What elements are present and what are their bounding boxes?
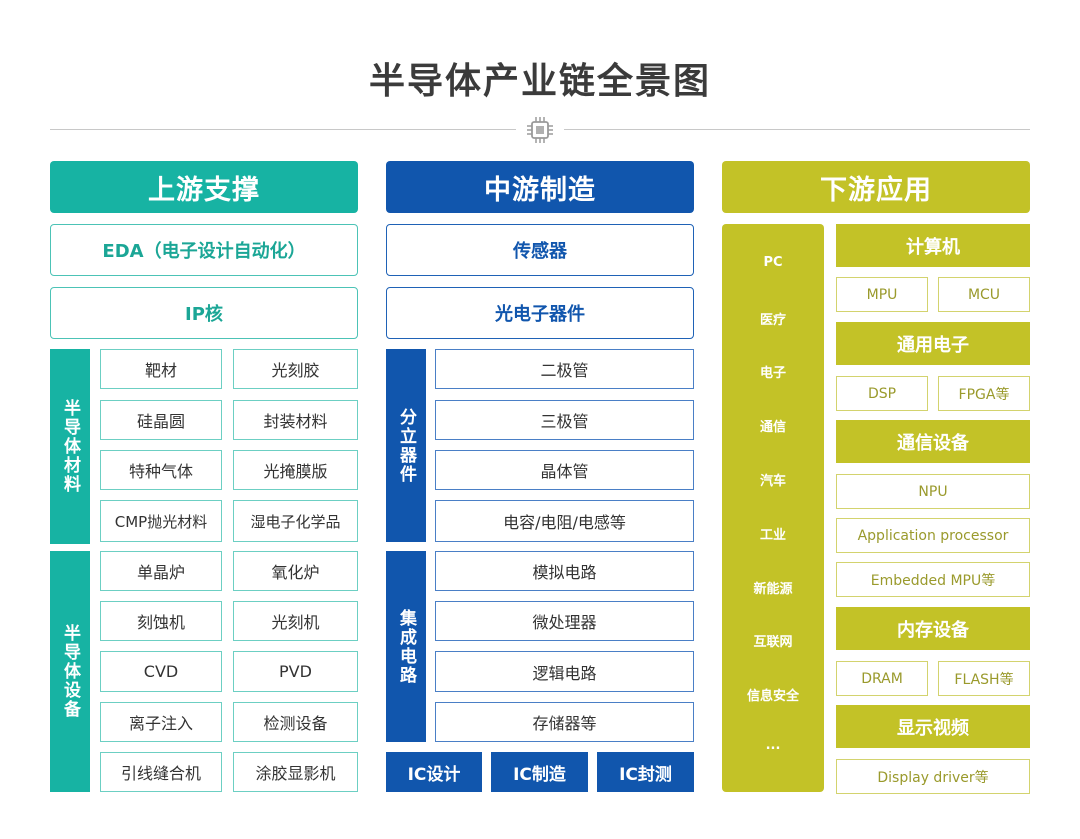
material-item: 光刻胶: [233, 349, 358, 389]
ic-item: 微处理器: [435, 601, 694, 641]
equipment-item: 氧化炉: [233, 551, 358, 591]
computer-header: 计算机: [836, 224, 1030, 267]
equipment-item: 单晶炉: [100, 551, 222, 591]
application-item: 互联网: [753, 635, 793, 650]
equipment-label: 半导体设备: [50, 551, 90, 792]
midstream-header: 中游制造: [386, 161, 694, 213]
discrete-item: 晶体管: [435, 450, 694, 490]
material-item: 封装材料: [233, 400, 358, 440]
ic-design-box: IC设计: [386, 752, 482, 792]
application-item: 信息安全: [746, 689, 799, 704]
equipment-item: CVD: [100, 651, 222, 692]
eda-box: EDA（电子设计自动化）: [50, 224, 358, 276]
chip-icon: [527, 117, 553, 143]
equipment-item: 引线缝合机: [100, 752, 222, 792]
application-item: 工业: [759, 528, 786, 543]
equipment-item: 离子注入: [100, 702, 222, 742]
page-title: 半导体产业链全景图: [368, 61, 711, 102]
memory-header: 内存设备: [836, 607, 1030, 650]
applications-column: [722, 224, 824, 792]
application-item: 电子: [759, 366, 786, 381]
communication-item: Embedded MPU等: [836, 562, 1030, 597]
materials-label: 半导体材料: [50, 349, 90, 544]
ic-label-text: 集成电路: [396, 608, 416, 685]
material-item: 光掩膜版: [233, 450, 358, 490]
ic-label: 集成电路: [386, 551, 426, 742]
computer-item: MPU: [836, 277, 928, 312]
application-item: 汽车: [759, 474, 786, 489]
discrete-item: 三极管: [435, 400, 694, 440]
communication-header: 通信设备: [836, 420, 1030, 463]
memory-item: DRAM: [836, 661, 928, 696]
divider-right: [564, 129, 1030, 130]
discrete-label-text: 分立器件: [396, 407, 416, 484]
upstream-header: 上游支撑: [50, 161, 358, 213]
discrete-label: 分立器件: [386, 349, 426, 542]
ic-manufacturing-box: IC制造: [491, 752, 588, 792]
equipment-item: PVD: [233, 651, 358, 692]
display-item: Display driver等: [836, 759, 1030, 794]
material-item: CMP抛光材料: [100, 500, 222, 542]
general-electronics-item: FPGA等: [938, 376, 1030, 411]
memory-item: FLASH等: [938, 661, 1030, 696]
ic-item: 存储器等: [435, 702, 694, 742]
application-item: 新能源: [753, 582, 793, 597]
general-electronics-item: DSP: [836, 376, 928, 411]
material-item: 湿电子化学品: [233, 500, 358, 542]
ip-core-box: IP核: [50, 287, 358, 339]
material-item: 硅晶圆: [100, 400, 222, 440]
application-item: PC: [763, 255, 783, 270]
discrete-item: 二极管: [435, 349, 694, 389]
equipment-item: 光刻机: [233, 601, 358, 641]
downstream-header: 下游应用: [722, 161, 1030, 213]
equipment-item: 检测设备: [233, 702, 358, 742]
discrete-item: 电容/电阻/电感等: [435, 500, 694, 542]
application-item: 通信: [759, 420, 786, 435]
materials-label-text: 半导体材料: [60, 399, 80, 494]
sensor-box: 传感器: [386, 224, 694, 276]
equipment-item: 刻蚀机: [100, 601, 222, 641]
communication-item: NPU: [836, 474, 1030, 509]
equipment-item: 涂胶显影机: [233, 752, 358, 792]
equipment-label-text: 半导体设备: [60, 624, 80, 719]
ic-item: 模拟电路: [435, 551, 694, 591]
material-item: 特种气体: [100, 450, 222, 490]
optoelectronic-box: 光电子器件: [386, 287, 694, 339]
computer-item: MCU: [938, 277, 1030, 312]
material-item: 靶材: [100, 349, 222, 389]
divider-left: [50, 129, 516, 130]
ic-packaging-box: IC封测: [597, 752, 694, 792]
display-header: 显示视频: [836, 705, 1030, 748]
application-item: 医疗: [759, 313, 786, 328]
ic-item: 逻辑电路: [435, 651, 694, 692]
general-electronics-header: 通用电子: [836, 322, 1030, 365]
application-item: ...: [765, 738, 781, 753]
communication-item: Application processor: [836, 518, 1030, 553]
